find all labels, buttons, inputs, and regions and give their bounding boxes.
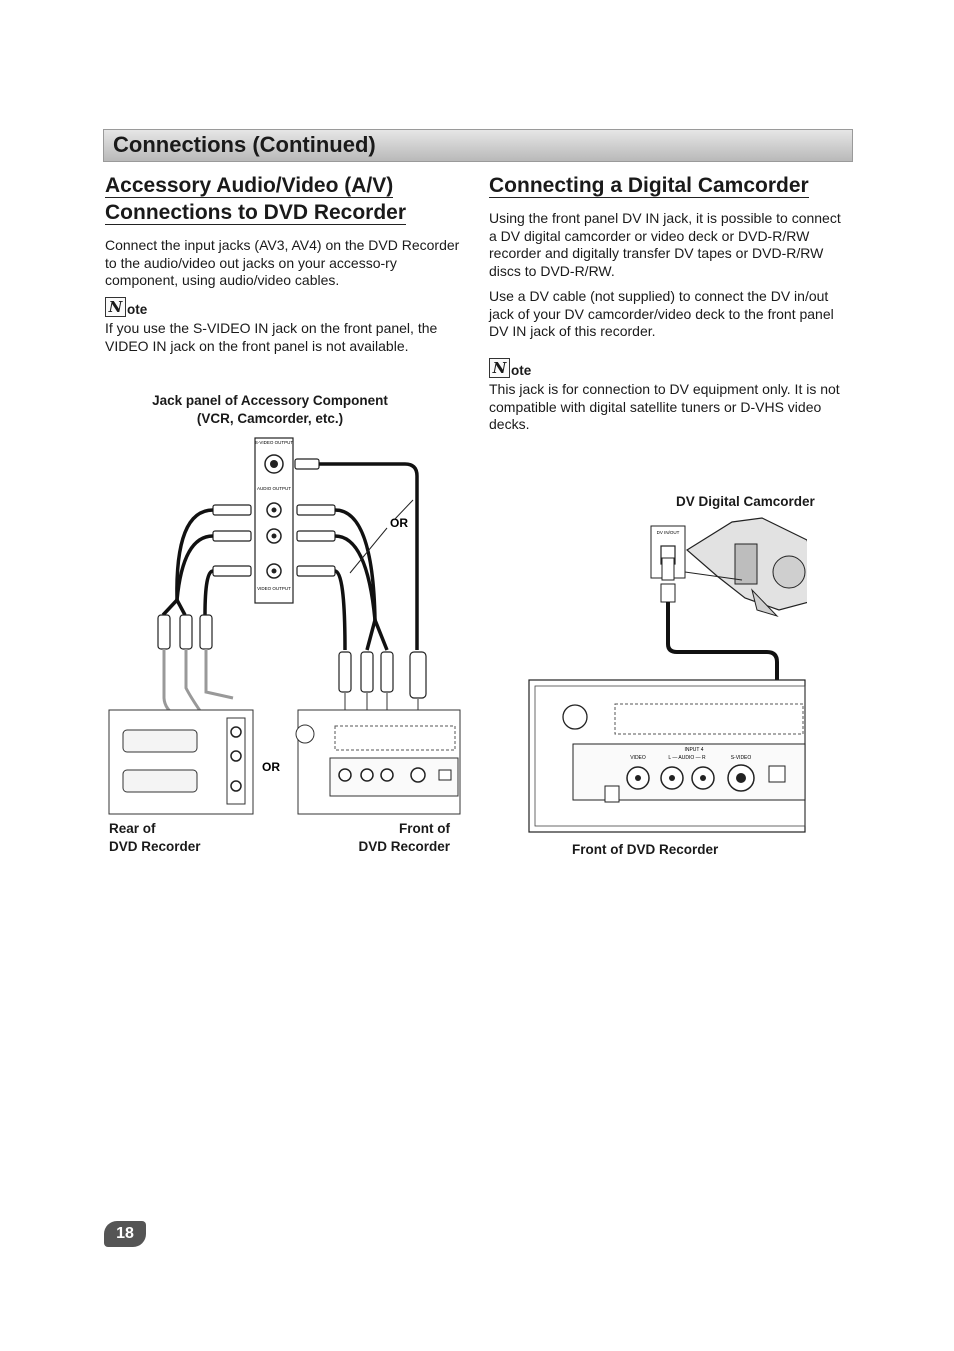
euro-av-scart-1 [122, 729, 198, 753]
front-door-latch [604, 785, 620, 803]
front-of-dvd-recorder-label: Front of DVD Recorder [572, 842, 719, 857]
dv-cable [666, 602, 779, 718]
dv-plug-grip [660, 583, 676, 603]
or-arrow-down [349, 527, 388, 574]
rear-of-dvd-label: Rear of DVD Recorder [109, 820, 201, 856]
left-heading-line1: Accessory Audio/Video (A/V) [105, 174, 394, 198]
front-video-jack-core [635, 775, 641, 781]
s-video-output-jack-core [270, 460, 278, 468]
or-arrow-up [393, 499, 414, 521]
front-video-jack [338, 768, 352, 782]
right-note-text: This jack is for connection to DV equipm… [489, 381, 840, 432]
left-note-heading: N ote [105, 297, 147, 317]
av-cables [161, 462, 419, 651]
front-display [614, 703, 804, 735]
left-rca-plugs [157, 614, 213, 650]
audio-label: L — AUDIO — R [668, 755, 706, 761]
front-svideo-jack [410, 767, 426, 783]
section-header-bar [103, 129, 853, 162]
note-icon: N [105, 297, 126, 317]
s-video-output-label: S-VIDEO OUTPUT [255, 440, 294, 445]
dv-plug-top [661, 557, 675, 581]
power-button [295, 724, 315, 744]
audio-output-jack-r-core [271, 533, 277, 539]
right-note-heading: N ote [489, 358, 531, 378]
left-heading-line2: Connections to DVD Recorder [105, 201, 407, 225]
left-note-text: If you use the S-VIDEO IN jack on the fr… [105, 320, 438, 354]
front-audio-r-jack [380, 768, 394, 782]
dv-camcorder-label: DV Digital Camcorder [676, 494, 815, 509]
audio-output-label: AUDIO OUTPUT [257, 486, 291, 491]
front-dv-jack [438, 769, 452, 781]
dv-inout-label: DV IN/OUT [657, 530, 680, 535]
left-paragraph: Connect the input jacks (AV3, AV4) on th… [105, 237, 460, 288]
right-paragraph-2: Use a DV cable (not supplied) to connect… [489, 288, 834, 339]
front-dv-in-jack [768, 765, 786, 783]
rear-audio-in-l [230, 726, 242, 738]
front-label-line1: Front of [399, 821, 450, 836]
front-display [334, 725, 456, 751]
camcorder-connection-diagram: DV IN/OUT INPUT 4 VIDEO L — AUDIO — R S-… [528, 517, 807, 833]
video-label: VIDEO [630, 755, 646, 761]
front-svideo-jack-core [736, 773, 746, 783]
left-heading: Accessory Audio/Video (A/V) Connections … [105, 172, 465, 226]
accessory-connection-diagram: S-VIDEO OUTPUT AUDIO OUTPUT VIDEO OUTPUT [108, 437, 461, 815]
power-button [562, 704, 588, 730]
right-heading-text: Connecting a Digital Camcorder [489, 174, 809, 198]
camcorder-icon [685, 517, 807, 618]
rear-video-in [230, 780, 242, 792]
video-output-label: VIDEO OUTPUT [257, 586, 291, 591]
front-audio-l-jack [360, 768, 374, 782]
svideo-label: S-VIDEO [731, 755, 752, 761]
euro-av-scart-2 [122, 769, 198, 793]
right-paragraph-1: Using the front panel DV IN jack, it is … [489, 210, 841, 279]
camcorder-pointer-line [684, 571, 743, 581]
right-heading: Connecting a Digital Camcorder [489, 172, 849, 199]
front-of-dvd-label: Front of DVD Recorder [330, 820, 450, 856]
jack-panel-caption: Jack panel of Accessory Component (VCR, … [120, 392, 420, 428]
audio-output-jack-l-core [271, 507, 277, 513]
rear-audio-in-r [230, 750, 242, 762]
front-audio-r-jack-core [700, 775, 706, 781]
jack-panel-caption-line2: (VCR, Camcorder, etc.) [196, 411, 344, 426]
left-note-label: ote [127, 302, 148, 317]
right-note-label: ote [511, 363, 532, 378]
section-title: Connections (Continued) [113, 132, 376, 157]
page-number: 18 [104, 1221, 146, 1247]
front-label-line2: DVD Recorder [358, 839, 450, 854]
front-audio-l-jack-core [669, 775, 675, 781]
rear-label-line2: DVD Recorder [109, 839, 201, 854]
jack-panel-caption-line1: Jack panel of Accessory Component [152, 393, 388, 408]
input-label: INPUT 4 [684, 747, 703, 753]
front-rca-plugs [338, 651, 427, 699]
note-icon: N [489, 358, 510, 378]
or-label-lower: OR [262, 760, 280, 774]
rear-label-line1: Rear of [109, 821, 156, 836]
or-label-upper: OR [390, 516, 408, 530]
video-output-jack-core [271, 568, 277, 574]
